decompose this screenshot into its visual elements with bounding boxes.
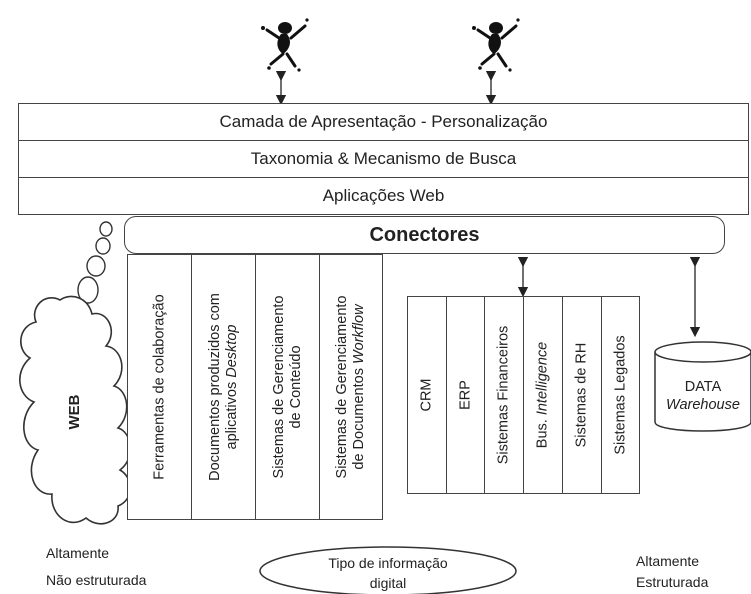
column-workflow-docs: Sistemas de Gerenciamento de Documentos … [320, 255, 382, 519]
column-content-management: Sistemas de Gerenciamento de Conteúdo [256, 255, 320, 519]
column-text: Sistemas Financeiros [495, 325, 512, 465]
web-cloud-shape [19, 295, 132, 525]
column-text: CRM [418, 378, 435, 412]
taxonomy-layer: Taxonomia & Mecanismo de Busca [18, 140, 749, 178]
structured-label-line1: Altamente [636, 553, 700, 569]
column-crm: CRM [408, 297, 447, 493]
column-bi: Bus. Intelligence [524, 297, 563, 493]
column-collaboration: Ferramentas de colaboração [128, 255, 192, 519]
unstructured-label-line1: Altamente [46, 545, 110, 561]
unstructured-label-line2: Não estruturada [46, 572, 147, 588]
connectors-bar: Conectores [124, 216, 725, 254]
column-text: Documentos produzidos com aplicativos De… [206, 293, 240, 481]
info-type-ellipse [259, 546, 517, 594]
column-text: Sistemas de RH [573, 342, 590, 448]
column-text: Ferramentas de colaboração [151, 294, 167, 480]
user-figure-icon [472, 18, 520, 72]
structured-label-line2: Estruturada [636, 574, 709, 590]
warehouse-cylinder-icon [654, 341, 751, 432]
web-apps-layer: Aplicações Web [18, 177, 749, 215]
column-text: Sistemas de Gerenciamento de Conteúdo [270, 295, 304, 479]
web-label: WEB [66, 394, 83, 430]
presentation-layer: Camada de Apresentação - Personalização [18, 103, 749, 141]
column-financial: Sistemas Financeiros [485, 297, 524, 493]
column-erp: ERP [447, 297, 485, 493]
bubble-small [95, 237, 111, 255]
structured-systems-group: CRM ERP Sistemas Financeiros Bus. Intell… [407, 296, 640, 494]
info-type-label: Tipo de informação digital [328, 555, 448, 591]
column-hr: Sistemas de RH [563, 297, 602, 493]
column-legacy: Sistemas Legados [602, 297, 639, 493]
unstructured-systems-group: Ferramentas de colaboração Documentos pr… [127, 254, 383, 520]
column-text: ERP [457, 380, 473, 410]
user-figure-icon [261, 18, 309, 72]
warehouse-label: DATA Warehouse [666, 379, 740, 413]
column-text: Bus. Intelligence [534, 341, 551, 449]
bubble-large [77, 276, 99, 304]
bubble-medium [86, 255, 106, 277]
column-text: Sistemas de Gerenciamento de Documentos … [334, 295, 367, 479]
bubble-small [99, 221, 113, 237]
column-desktop-docs: Documentos produzidos com aplicativos De… [192, 255, 256, 519]
column-text: Sistemas Legados [612, 335, 628, 455]
